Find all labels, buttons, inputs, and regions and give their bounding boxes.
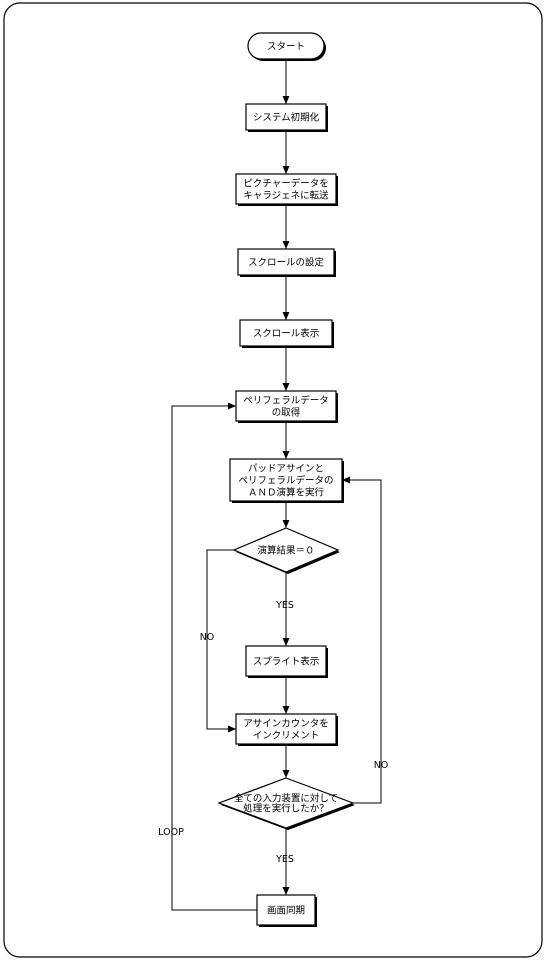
process-shape bbox=[229, 458, 343, 502]
node-label: パッドアサインと bbox=[248, 464, 324, 475]
edge-no-all-done-to-and-op bbox=[342, 479, 382, 804]
node-label: アサインカウンタを bbox=[243, 719, 329, 730]
nodes: スタートシステム初期化ピクチャーデータをキャラジェネに転送スクロールの設定スクロ… bbox=[217, 32, 355, 927]
node-label: ＡＮＤ演算を実行 bbox=[248, 487, 325, 499]
decision-shape bbox=[217, 777, 355, 829]
edge-loop-vsync-to-get-peripheral bbox=[171, 405, 257, 911]
process-shape bbox=[235, 713, 337, 745]
node-init: システム初期化 bbox=[245, 103, 328, 132]
node-vsync: 画面同期 bbox=[256, 894, 317, 927]
process-shape bbox=[245, 103, 327, 131]
edges bbox=[171, 59, 382, 911]
node-label: 画面同期 bbox=[267, 906, 305, 917]
process-shape bbox=[245, 645, 327, 677]
node-sprite-show: スプライト表示 bbox=[245, 645, 328, 678]
yes-label-zero-check: YES bbox=[275, 600, 294, 611]
arrowhead bbox=[282, 887, 290, 895]
node-label: ピクチャーデータを bbox=[243, 178, 328, 190]
node-label: キャラジェネに転送 bbox=[243, 190, 329, 202]
arrowhead bbox=[282, 166, 290, 174]
node-scroll-show: スクロール表示 bbox=[239, 319, 334, 348]
arrowhead bbox=[282, 312, 290, 320]
arrowhead bbox=[282, 638, 290, 646]
decision-shape bbox=[232, 527, 340, 573]
node-label: 全ての入力装置に対して bbox=[234, 793, 338, 805]
process-shape bbox=[235, 173, 337, 205]
loop-label: LOOP bbox=[158, 827, 184, 838]
node-label: スプライト表示 bbox=[253, 656, 320, 668]
arrowhead bbox=[282, 706, 290, 714]
node-label: 演算結果＝０ bbox=[257, 545, 314, 557]
no-label-all-done: NO bbox=[374, 760, 389, 771]
edge-labels: YES NO NO YES LOOP bbox=[158, 600, 388, 865]
arrowhead bbox=[282, 520, 290, 528]
arrowhead bbox=[228, 402, 236, 410]
no-label-zero-check: NO bbox=[200, 632, 215, 643]
terminal-shape bbox=[247, 32, 325, 60]
node-label: の取得 bbox=[272, 407, 301, 419]
node-label: ペリフェラルデータの bbox=[238, 475, 333, 487]
edge-no-is-zero-to-increment bbox=[206, 549, 236, 730]
process-shape bbox=[239, 319, 333, 347]
arrowhead bbox=[282, 770, 290, 778]
node-label: スクロール表示 bbox=[253, 328, 320, 340]
arrowhead bbox=[228, 725, 236, 733]
node-label: スクロールの設定 bbox=[248, 257, 325, 269]
node-scroll-set: スクロールの設定 bbox=[237, 248, 336, 277]
page-frame bbox=[3, 2, 543, 958]
arrowhead bbox=[282, 96, 290, 104]
node-is-zero: 演算結果＝０ bbox=[232, 527, 340, 574]
arrowhead bbox=[282, 383, 290, 391]
yes-label-all-done: YES bbox=[275, 854, 294, 865]
node-label: インクリメント bbox=[253, 731, 320, 742]
arrowhead bbox=[282, 451, 290, 459]
node-label: ペリフェラルデータ bbox=[243, 395, 329, 407]
process-shape bbox=[235, 390, 337, 422]
process-shape bbox=[237, 248, 335, 276]
node-label: システム初期化 bbox=[253, 112, 320, 124]
node-label: 処理を実行したか？ bbox=[243, 803, 329, 815]
arrowhead bbox=[342, 476, 350, 484]
node-label: スタート bbox=[267, 42, 305, 53]
node-start: スタート bbox=[247, 32, 326, 61]
process-shape bbox=[256, 894, 316, 926]
arrowhead bbox=[282, 241, 290, 249]
